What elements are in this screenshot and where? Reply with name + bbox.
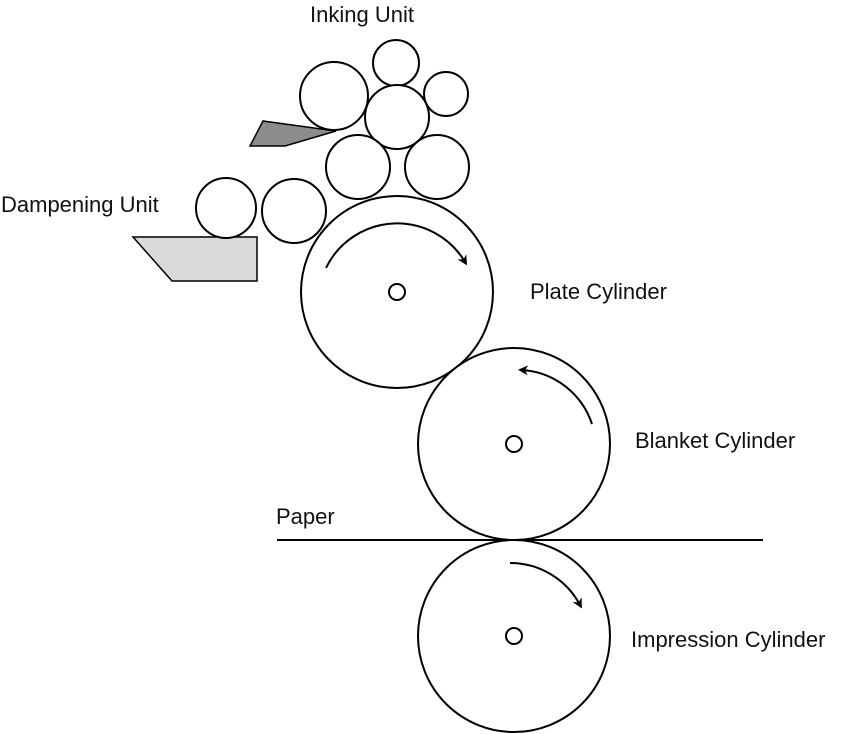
inking-roller-5 <box>325 134 391 200</box>
ink-fountain <box>248 120 337 147</box>
blanket-cylinder-label: Blanket Cylinder <box>635 428 795 453</box>
dampening-roller-2 <box>261 178 327 244</box>
impression-cylinder-label: Impression Cylinder <box>631 627 825 652</box>
inking-roller-2 <box>299 61 369 131</box>
blanket-cylinder-hub <box>505 435 523 453</box>
impression-cylinder-hub <box>505 627 523 645</box>
dampening-roller-1 <box>195 177 257 239</box>
impression-rotation-arrow <box>509 561 582 609</box>
inking-roller-1 <box>372 39 420 87</box>
plate-rotation-arrow <box>325 222 468 269</box>
dampening-unit-label: Dampening Unit <box>1 192 159 217</box>
dampening-trough <box>131 236 258 282</box>
inking-unit-label: Inking Unit <box>310 2 414 27</box>
inking-roller-3 <box>423 71 469 117</box>
plate-cylinder-hub <box>388 283 406 301</box>
plate-cylinder-label: Plate Cylinder <box>530 279 667 304</box>
inking-roller-6 <box>404 134 470 200</box>
paper-label: Paper <box>276 504 335 529</box>
inking-roller-4 <box>364 84 430 150</box>
blanket-rotation-arrow <box>518 365 593 425</box>
